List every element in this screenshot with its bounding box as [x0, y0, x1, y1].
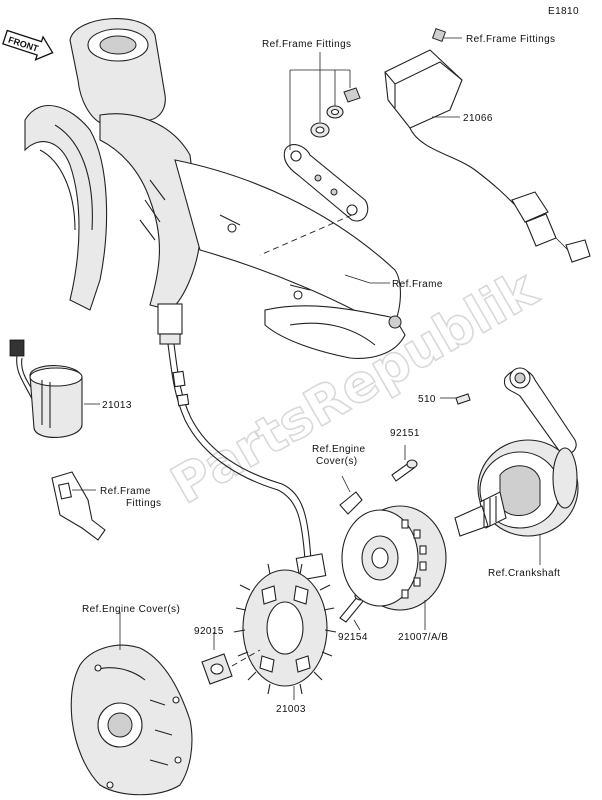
label-part-21003: 21003 [276, 704, 306, 715]
label-ref-frame-fittings-left-2: Fittings [126, 498, 161, 509]
coil-21013 [9, 339, 100, 438]
frame-illustration [24, 18, 406, 359]
label-ref-engine-covers-left: Ref.Engine Cover(s) [82, 604, 180, 615]
stator-21003 [233, 563, 337, 700]
bolt-92151 [339, 445, 418, 515]
label-ref-frame-fittings-left-1: Ref.Frame [100, 486, 151, 497]
key-510 [440, 393, 471, 405]
crankshaft [454, 367, 579, 565]
label-part-21013: 21013 [102, 400, 132, 411]
label-part-21066: 21066 [463, 113, 493, 124]
label-ref-crankshaft: Ref.Crankshaft [488, 568, 560, 579]
engine-cover [70, 612, 193, 796]
label-part-21007: 21007/A/B [398, 632, 448, 643]
label-part-92151: 92151 [390, 428, 420, 439]
label-ref-frame: Ref.Frame [392, 279, 443, 290]
bracket-left [51, 471, 106, 541]
label-ref-frame-fittings-right: Ref.Frame Fittings [466, 34, 555, 45]
label-ref-engine-cover-2: Cover(s) [316, 456, 358, 467]
front-arrow-icon: FRONT [2, 29, 54, 61]
label-ref-frame-fittings-top: Ref.Frame Fittings [262, 39, 351, 50]
label-ref-engine-cover-1: Ref.Engine [312, 444, 366, 455]
label-part-92154: 92154 [338, 632, 368, 643]
cdi-unit-21066 [384, 27, 591, 263]
washer-92015 [201, 632, 261, 685]
label-part-92015: 92015 [194, 626, 224, 637]
rotor-21007 [341, 505, 447, 630]
leader-ref-frame-2 [344, 274, 371, 284]
stator-wire [157, 303, 327, 581]
diagram-code: E1810 [548, 6, 579, 17]
label-part-510: 510 [418, 394, 436, 405]
frame-fittings-group [259, 52, 369, 256]
